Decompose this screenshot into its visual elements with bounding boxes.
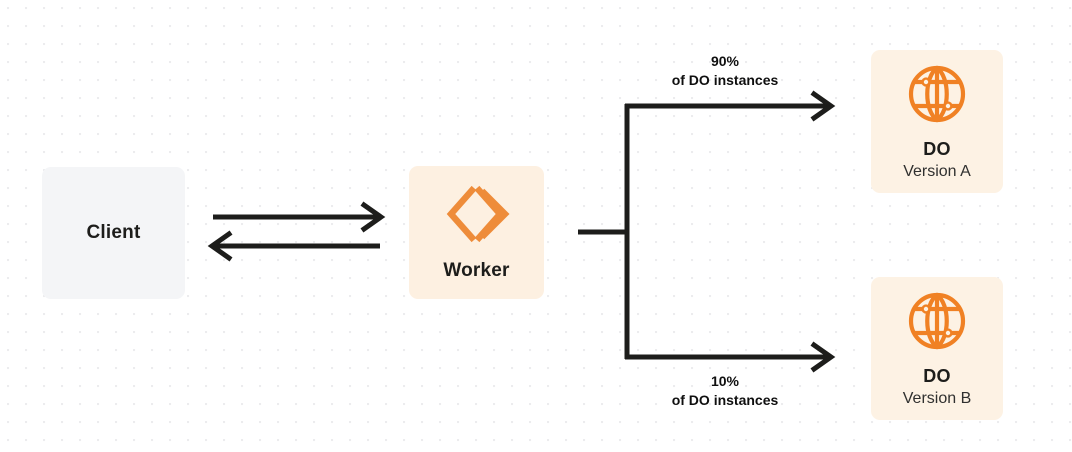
edge-label-do-a-description: of DO instances	[671, 72, 779, 88]
edge-label-do-a-percent: 90%	[710, 53, 740, 69]
client-label: Client	[86, 222, 141, 243]
do-b-subtitle: Version B	[902, 389, 972, 407]
node-do-version-a[interactable]: DO Version A	[871, 50, 1003, 193]
arrow-client-to-worker	[213, 201, 386, 233]
cloudflare-workers-icon	[444, 184, 510, 244]
edge-label-do-b: 10% of DO instances	[640, 372, 810, 410]
arrow-worker-to-do-b	[625, 341, 836, 373]
globe-icon	[906, 290, 968, 352]
node-worker[interactable]: Worker	[409, 166, 544, 299]
do-a-subtitle: Version A	[903, 162, 971, 180]
arrow-worker-to-client	[207, 230, 380, 262]
edge-label-do-a: 90% of DO instances	[640, 52, 810, 90]
globe-icon	[906, 63, 968, 125]
do-a-title: DO	[923, 138, 951, 159]
do-b-title: DO	[923, 365, 951, 386]
edge-label-do-b-description: of DO instances	[671, 392, 779, 408]
node-do-version-b[interactable]: DO Version B	[871, 277, 1003, 420]
arrow-worker-to-do-a	[625, 90, 836, 122]
edge-label-do-b-percent: 10%	[710, 373, 740, 389]
worker-label: Worker	[443, 259, 510, 281]
node-client[interactable]: Client	[42, 167, 185, 299]
